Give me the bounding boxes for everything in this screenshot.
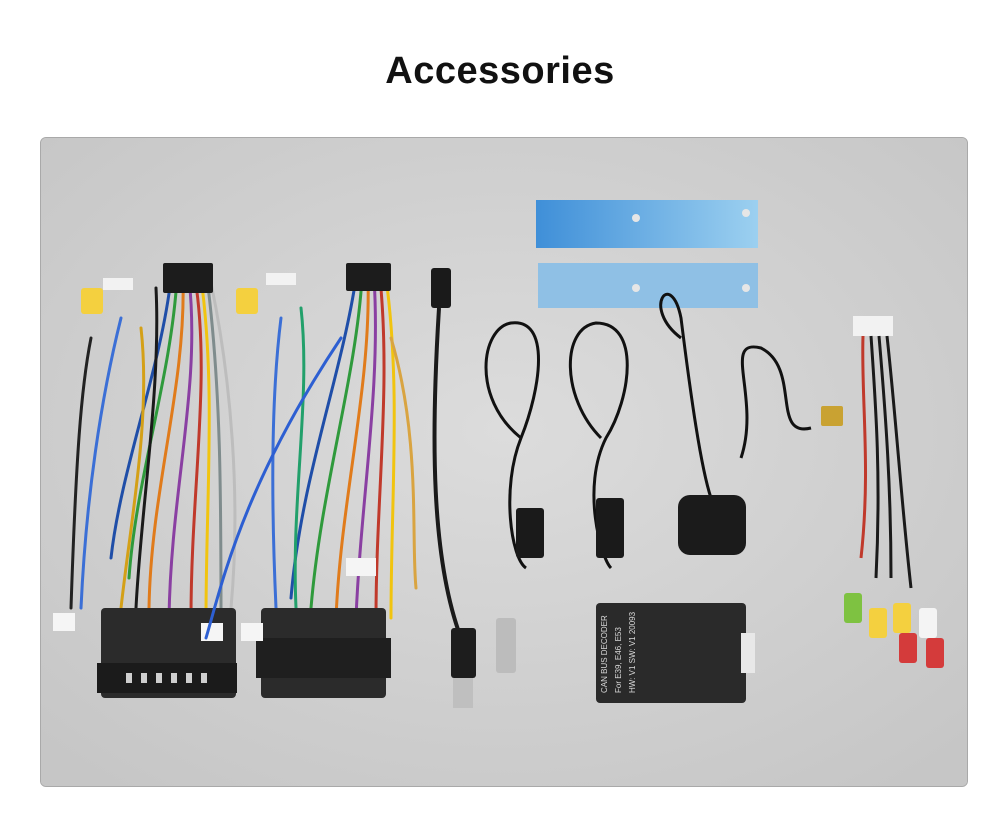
wiring-harness-2 — [204, 263, 418, 698]
gps-antenna — [659, 292, 843, 555]
accessories-photo: CAN BUS DECODER For E39, E46, E53 HW: V1… — [40, 137, 968, 787]
rca-cable — [844, 316, 944, 668]
page-title: Accessories — [385, 50, 615, 92]
mounting-brackets — [536, 200, 758, 308]
wiring-harness-1 — [53, 263, 237, 698]
can-bus-decoder: CAN BUS DECODER For E39, E46, E53 HW: V1… — [596, 603, 755, 703]
usb-cables — [484, 321, 629, 570]
decoder-label-1: CAN BUS DECODER — [600, 615, 609, 693]
radio-antenna-adapter — [431, 268, 516, 708]
decoder-label-3: HW: V1 SW: V1 20093 — [628, 611, 637, 693]
decoder-label-2: For E39, E46, E53 — [614, 627, 623, 693]
